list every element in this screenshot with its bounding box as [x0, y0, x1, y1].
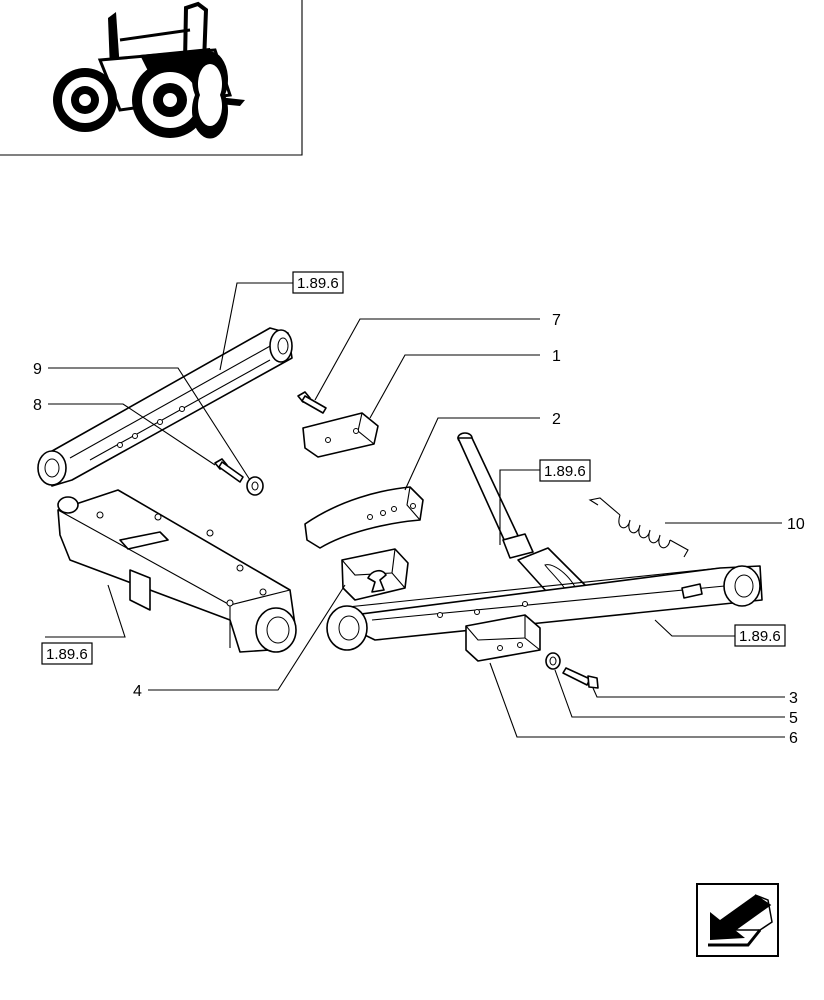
tractor-thumbnail	[0, 0, 303, 156]
callout-8: 8	[33, 397, 42, 414]
bolt-8	[214, 458, 244, 483]
callout-3: 3	[789, 690, 798, 707]
wear-pad-1	[302, 412, 379, 458]
callout-9: 9	[33, 361, 42, 378]
spring-10	[588, 497, 689, 558]
callout-4: 4	[133, 683, 142, 700]
callout-2: 2	[552, 411, 561, 428]
reference-lift-rod: 1.89.6	[544, 463, 586, 480]
tractor-thumbnail-icon	[53, 1, 245, 139]
wear-plate-6	[465, 614, 541, 662]
leader-lines	[45, 282, 785, 738]
thumbnail-frame	[0, 0, 303, 156]
bolt-3	[562, 667, 599, 689]
bolt-7	[297, 391, 327, 414]
callout-labels: 7 1 2 9 8 10 4 3 5 6	[33, 312, 805, 747]
reference-boxes: 1.89.6 1.89.6 1.89.6 1.89.6	[41, 271, 786, 665]
callout-5: 5	[789, 710, 798, 727]
callout-1: 1	[552, 348, 561, 365]
reference-top-link: 1.89.6	[297, 275, 339, 292]
reference-drawbar-frame: 1.89.6	[46, 646, 88, 663]
previous-page-arrow-icon[interactable]	[696, 883, 779, 957]
stop-block-4	[341, 548, 409, 601]
left-lift-arm	[37, 327, 293, 487]
drawbar-frame	[57, 489, 297, 653]
callout-10: 10	[787, 516, 805, 533]
callout-6: 6	[789, 730, 798, 747]
lower-arm	[326, 565, 763, 651]
wear-pad-2	[304, 486, 424, 549]
callout-7: 7	[552, 312, 561, 329]
reference-lower-arm: 1.89.6	[739, 628, 781, 645]
